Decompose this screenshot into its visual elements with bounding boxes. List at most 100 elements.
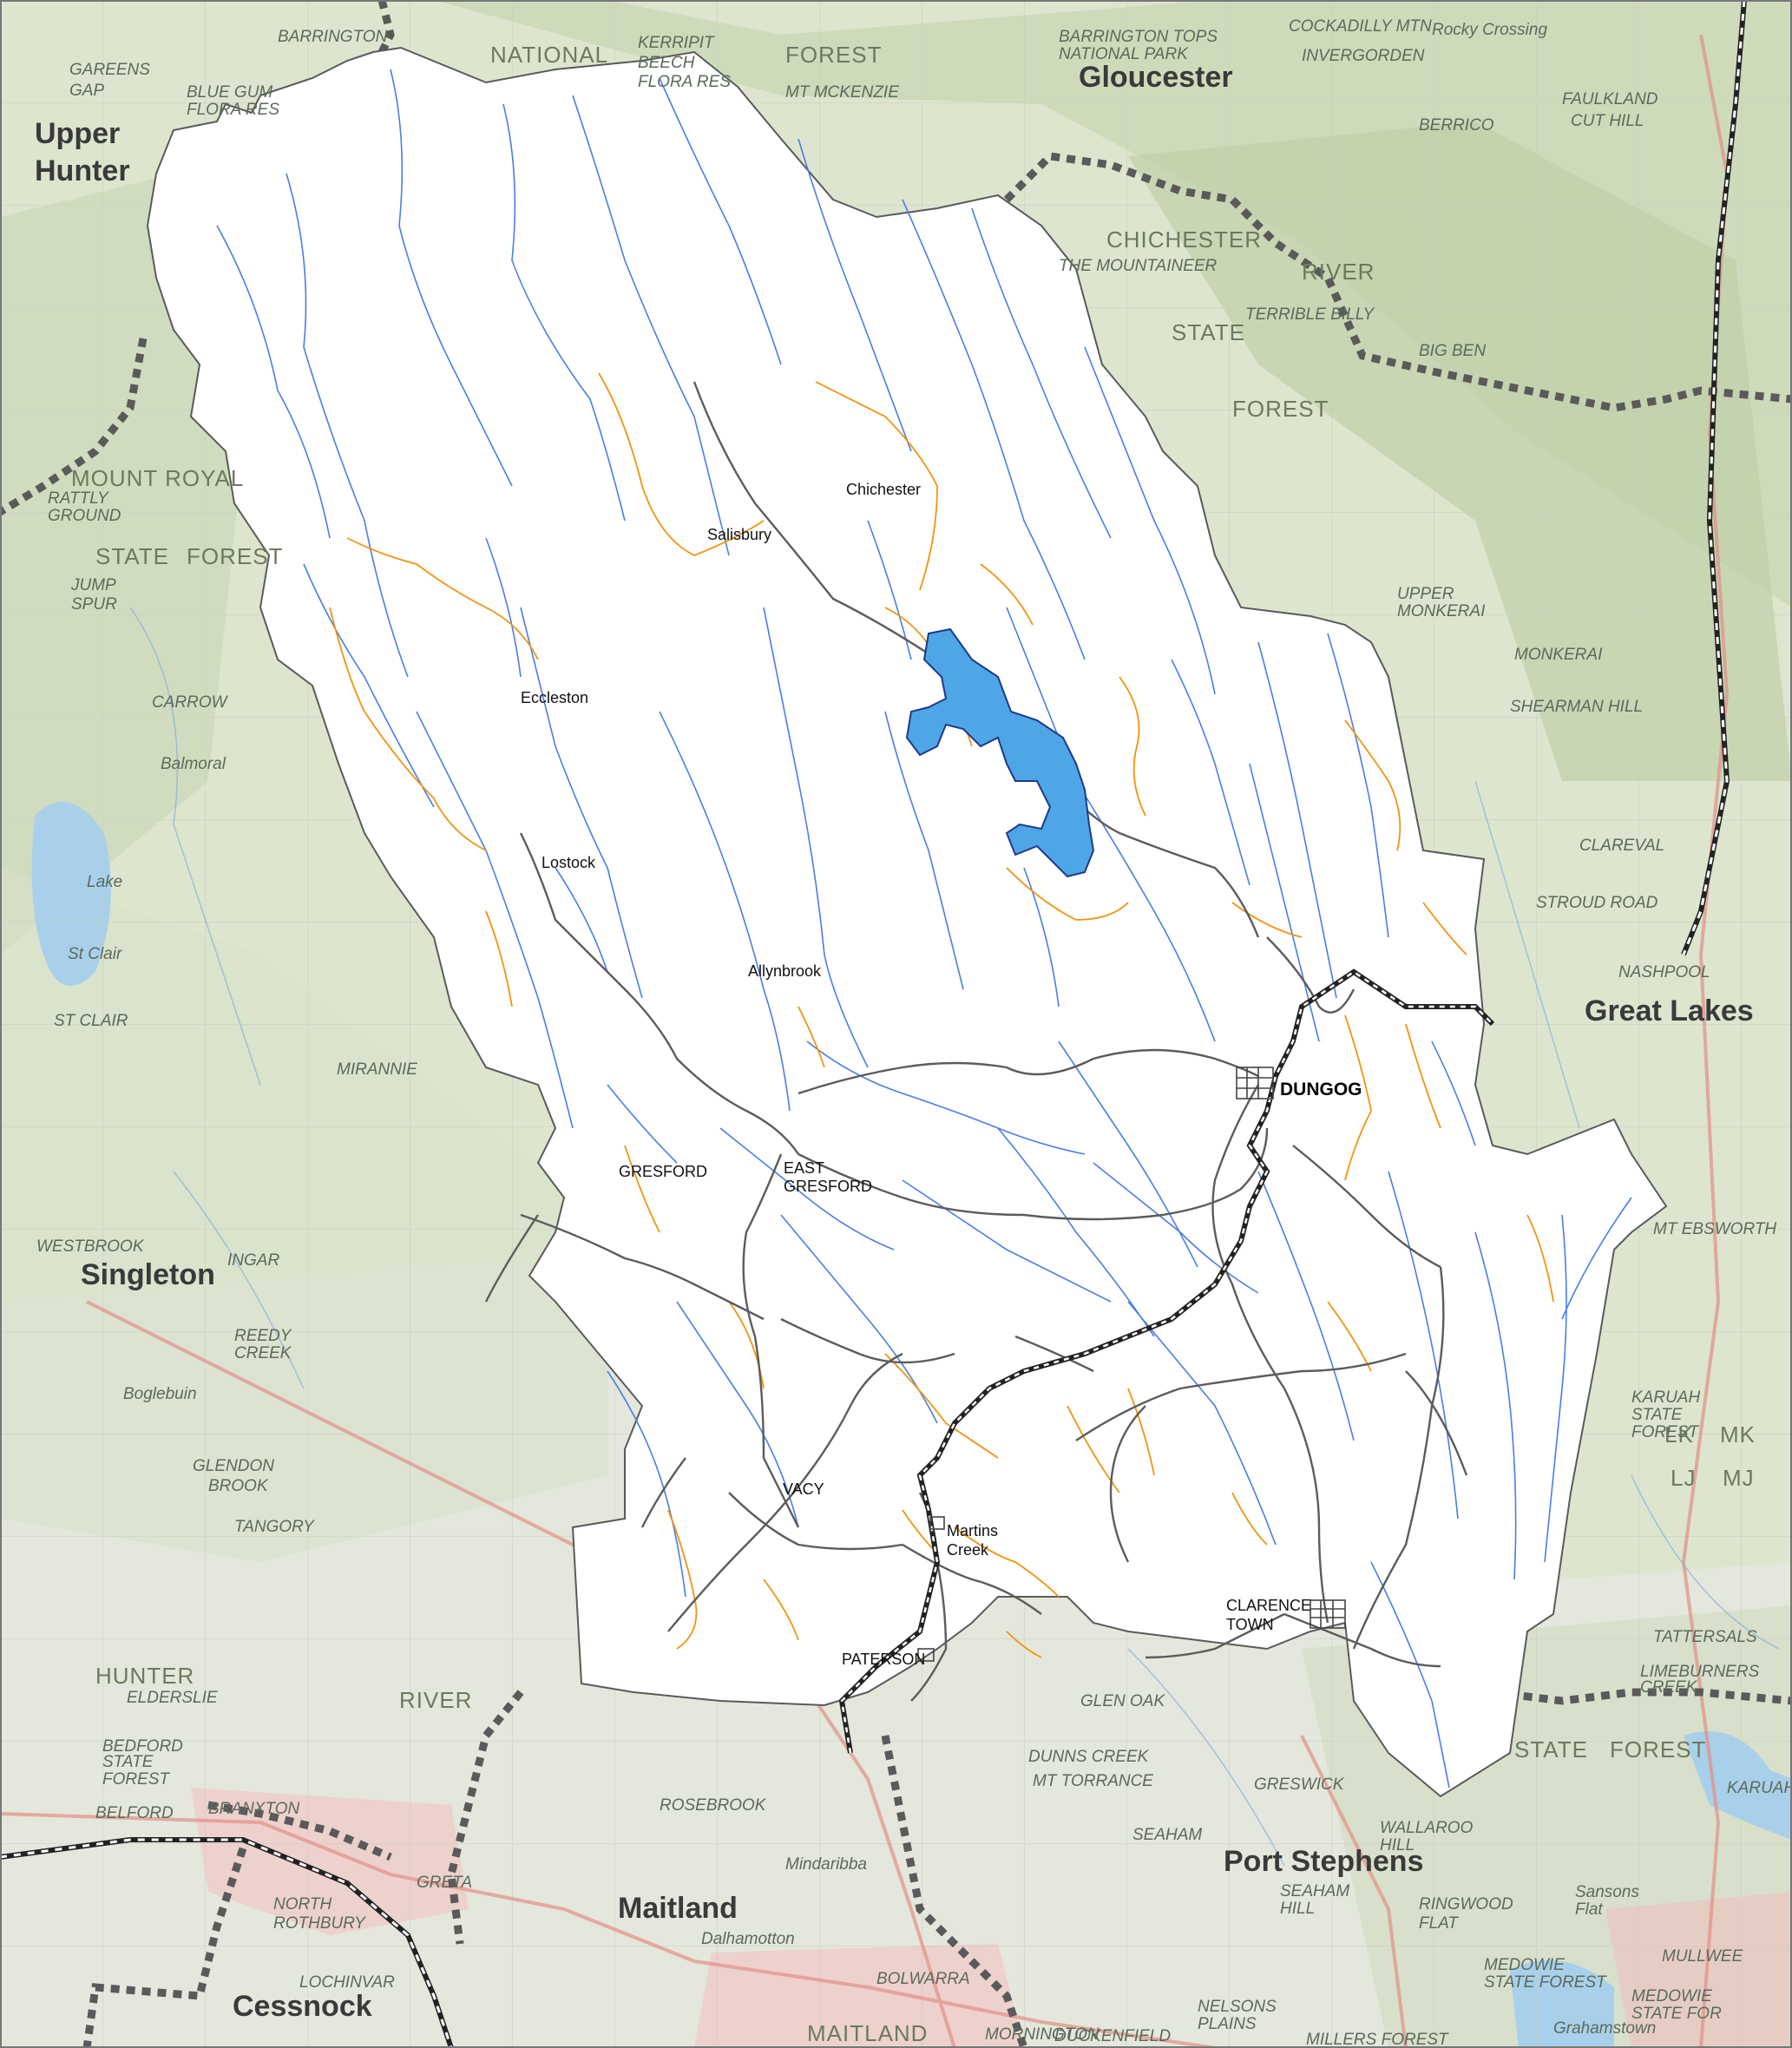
svg-text:FOREST: FOREST xyxy=(1631,1423,1699,1441)
svg-text:RIVER: RIVER xyxy=(1302,259,1375,285)
svg-text:MIRANNIE: MIRANNIE xyxy=(337,1060,417,1079)
svg-text:WESTBROOK: WESTBROOK xyxy=(36,1237,145,1256)
lga-labels: Upper Hunter Gloucester Great Lakes Sing… xyxy=(35,61,1754,2023)
svg-text:BIG BEN: BIG BEN xyxy=(1419,342,1486,360)
town-grids xyxy=(917,1067,1346,1662)
town-label-martins-creek: Martins xyxy=(947,1522,998,1539)
svg-text:GROUND: GROUND xyxy=(48,507,121,525)
svg-text:KARUAH: KARUAH xyxy=(1727,1779,1792,1797)
svg-text:MULLWEE: MULLWEE xyxy=(1662,1947,1743,1966)
town-label-eccleston: Eccleston xyxy=(521,689,588,706)
svg-text:STATE: STATE xyxy=(95,543,169,569)
chichester-dam xyxy=(905,627,1095,878)
lga-label-maitland: Maitland xyxy=(618,1892,738,1925)
svg-text:ST CLAIR: ST CLAIR xyxy=(54,1012,128,1030)
town-label-dungog: DUNGOG xyxy=(1280,1080,1362,1099)
lga-label-cessnock: Cessnock xyxy=(233,1990,372,2023)
railway xyxy=(838,968,1495,1754)
svg-text:LOCHINVAR: LOCHINVAR xyxy=(299,1973,395,1992)
svg-text:LK: LK xyxy=(1664,1421,1694,1447)
svg-text:Balmoral: Balmoral xyxy=(161,755,226,773)
svg-text:ROSEBROOK: ROSEBROOK xyxy=(660,1796,767,1815)
town-label-salisbury: Salisbury xyxy=(707,526,771,543)
svg-text:STATE FOR: STATE FOR xyxy=(1631,2005,1722,2023)
svg-text:TATTERSALS: TATTERSALS xyxy=(1653,1628,1757,1646)
svg-text:CLAREVAL: CLAREVAL xyxy=(1579,837,1664,855)
svg-text:Flat: Flat xyxy=(1575,1900,1603,1919)
svg-text:BOLWARRA: BOLWARRA xyxy=(876,1970,970,1988)
svg-text:DUNNS CREEK: DUNNS CREEK xyxy=(1028,1748,1150,1766)
town-labels: Chichester Salisbury Eccleston Lostock A… xyxy=(521,481,1362,1668)
lga-label-gloucester: Gloucester xyxy=(1079,61,1233,94)
svg-text:GAP: GAP xyxy=(69,82,104,100)
svg-text:FOREST: FOREST xyxy=(1610,1736,1706,1762)
svg-text:CARROW: CARROW xyxy=(152,693,229,712)
svg-text:FLAT: FLAT xyxy=(1419,1914,1459,1933)
svg-text:BLUE GUM: BLUE GUM xyxy=(187,83,272,102)
lga-label-upper-hunter: Upper xyxy=(35,117,120,150)
svg-text:MONKERAI: MONKERAI xyxy=(1514,646,1603,664)
svg-text:MEDOWIE: MEDOWIE xyxy=(1631,1987,1712,2005)
svg-text:FLORA RES: FLORA RES xyxy=(638,73,731,91)
town-label-east-gresford-2: GRESFORD xyxy=(784,1178,872,1195)
town-label-allynbrook: Allynbrook xyxy=(748,962,822,980)
svg-text:HILL: HILL xyxy=(1280,1900,1315,1918)
town-label-chichester: Chichester xyxy=(846,481,921,498)
lga-label-singleton: Singleton xyxy=(81,1258,215,1291)
svg-text:STATE: STATE xyxy=(102,1753,154,1771)
svg-text:STATE FOREST: STATE FOREST xyxy=(1484,1973,1607,1992)
svg-text:Grahamstown: Grahamstown xyxy=(1553,2019,1656,2038)
svg-text:Rocky Crossing: Rocky Crossing xyxy=(1432,21,1547,39)
svg-text:RIVER: RIVER xyxy=(399,1687,472,1713)
rivers xyxy=(216,69,1632,1789)
town-label-martins-creek-2: Creek xyxy=(947,1541,989,1559)
svg-text:FAULKLAND: FAULKLAND xyxy=(1562,90,1658,108)
town-label-vacy: VACY xyxy=(783,1480,824,1498)
svg-text:STATE: STATE xyxy=(1631,1406,1683,1424)
svg-text:BELFORD: BELFORD xyxy=(95,1804,174,1822)
svg-text:TERRIBLE BILLY: TERRIBLE BILLY xyxy=(1245,305,1375,324)
svg-text:NATIONAL PARK: NATIONAL PARK xyxy=(1059,45,1189,63)
svg-text:BERRICO: BERRICO xyxy=(1419,116,1494,135)
svg-text:BARRINGTON TOPS: BARRINGTON TOPS xyxy=(1059,28,1218,46)
town-label-gresford: GRESFORD xyxy=(619,1163,707,1180)
svg-text:KERRIPIT: KERRIPIT xyxy=(638,34,715,52)
svg-text:SEAHAM: SEAHAM xyxy=(1132,1826,1202,1844)
svg-text:BROOK: BROOK xyxy=(208,1477,269,1495)
svg-text:RINGWOOD: RINGWOOD xyxy=(1419,1895,1513,1913)
svg-text:GAREENS: GAREENS xyxy=(69,61,150,79)
svg-text:STATE: STATE xyxy=(1172,319,1245,345)
svg-text:STROUD ROAD: STROUD ROAD xyxy=(1536,894,1658,912)
svg-text:JUMP: JUMP xyxy=(70,576,116,594)
svg-text:ELDERSLIE: ELDERSLIE xyxy=(127,1689,218,1707)
svg-text:FOREST: FOREST xyxy=(1232,396,1329,422)
svg-text:KARUAH: KARUAH xyxy=(1631,1388,1700,1407)
svg-text:GRESWICK: GRESWICK xyxy=(1254,1776,1345,1794)
svg-text:MT MCKENZIE: MT MCKENZIE xyxy=(785,83,899,102)
svg-text:CREEK: CREEK xyxy=(234,1344,292,1362)
svg-text:HUNTER: HUNTER xyxy=(95,1663,194,1689)
svg-text:MK: MK xyxy=(1720,1421,1756,1447)
svg-text:MILLERS FOREST: MILLERS FOREST xyxy=(1306,2031,1449,2048)
svg-text:CHICHESTER: CHICHESTER xyxy=(1106,226,1262,253)
svg-text:GRETA: GRETA xyxy=(417,1874,472,1892)
svg-text:BRANXTON: BRANXTON xyxy=(208,1800,300,1818)
lga-dungog xyxy=(146,46,1668,1798)
svg-text:St Clair: St Clair xyxy=(68,945,122,963)
svg-text:STATE: STATE xyxy=(1514,1736,1588,1762)
svg-text:Dalhamotton: Dalhamotton xyxy=(701,1930,795,1948)
lga-label-upper-hunter-2: Hunter xyxy=(35,154,130,187)
svg-text:NELSONS: NELSONS xyxy=(1198,1998,1277,2016)
lga-label-great-lakes: Great Lakes xyxy=(1585,994,1754,1027)
svg-text:MOUNT ROYAL: MOUNT ROYAL xyxy=(71,465,244,491)
svg-text:CREEK: CREEK xyxy=(1640,1678,1698,1697)
svg-text:UPPER: UPPER xyxy=(1397,585,1454,603)
town-label-east-gresford: EAST xyxy=(784,1159,824,1177)
town-label-lostock: Lostock xyxy=(542,854,596,871)
svg-text:MJ: MJ xyxy=(1723,1465,1755,1491)
svg-text:NATIONAL: NATIONAL xyxy=(490,42,608,68)
svg-text:INVERGORDEN: INVERGORDEN xyxy=(1302,47,1425,65)
svg-text:FLORA RES: FLORA RES xyxy=(187,101,279,119)
